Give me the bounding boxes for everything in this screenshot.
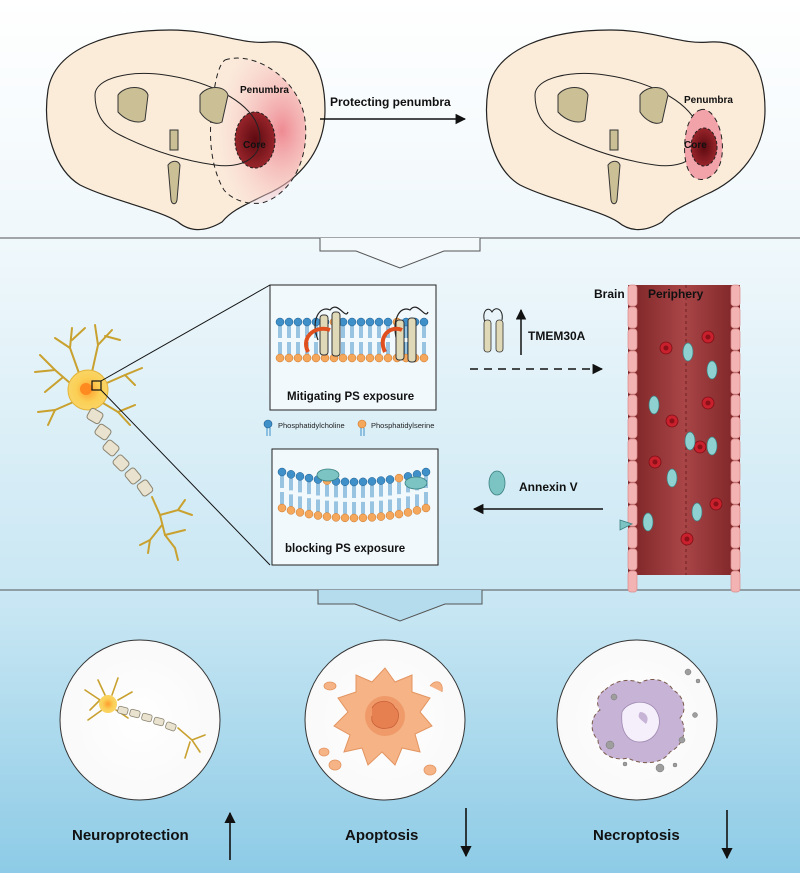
tmem30a-group: TMEM30A [470, 308, 604, 375]
ventricle [199, 87, 229, 124]
brain-label: Brain [594, 287, 625, 301]
chevron-down-icon [319, 238, 481, 269]
ventricle [557, 87, 589, 123]
arrow-label: Protecting penumbra [330, 95, 451, 109]
flippase-protein [304, 306, 429, 363]
neuron [34, 324, 143, 426]
core-label: Core [243, 140, 266, 151]
ventricle [609, 129, 619, 151]
annexin-icon [488, 470, 506, 496]
protecting-arrow: Protecting penumbra [320, 95, 467, 125]
vessel-content [642, 330, 723, 546]
annexin-bound [316, 468, 340, 482]
endothelium [627, 284, 741, 593]
neuron-axon [86, 407, 154, 497]
annexin-group: Annexin V [472, 470, 603, 515]
outcome-label: Apoptosis [345, 827, 418, 844]
penumbra-label: Penumbra [684, 95, 733, 106]
outcome-label: Necroptosis [593, 827, 680, 844]
membrane-box-bottom: blocking PS exposure [271, 448, 439, 566]
penumbra-label: Penumbra [240, 85, 289, 96]
ps-icon [357, 419, 367, 429]
outcome-necroptosis: Necroptosis [556, 639, 733, 860]
brain-section-left: Penumbra Core [45, 29, 326, 231]
core-label: Core [684, 140, 707, 151]
membrane-box-top: Mitigating PS exposure [269, 284, 437, 411]
core-region [690, 127, 718, 167]
zoom-line [100, 389, 271, 566]
outcome-neuroprotection: Neuroprotection [59, 639, 236, 860]
ventricle [639, 87, 669, 124]
ventricle [167, 160, 181, 205]
annexin-label: Annexin V [519, 480, 578, 494]
pc-icon [263, 419, 273, 429]
annexin-bound [404, 476, 428, 490]
ventricle [607, 160, 621, 205]
periphery-label: Periphery [648, 287, 704, 301]
blood-vessel: Brain Periphery [594, 284, 741, 593]
axon-terminal [139, 496, 193, 561]
brain-outline [485, 29, 766, 231]
neuron-nucleus [80, 383, 92, 395]
chevron-down-icon [317, 590, 483, 622]
bilayer [277, 467, 431, 523]
zoom-line [100, 284, 271, 382]
tmem-label: TMEM30A [528, 329, 586, 343]
core-region [234, 111, 276, 169]
blocking-label: blocking PS exposure [285, 543, 405, 555]
ventricle [117, 87, 149, 123]
ps-label: Phosphatidylserine [371, 421, 434, 430]
ventricle [169, 129, 179, 151]
lipid-legend: Phosphatidylcholine Phosphatidylserine [263, 419, 434, 436]
zoom-box [91, 380, 102, 391]
outcome-label: Neuroprotection [72, 827, 189, 844]
cortex-line [94, 73, 261, 167]
pc-label: Phosphatidylcholine [278, 421, 345, 430]
mitigating-label: Mitigating PS exposure [287, 391, 414, 403]
outcome-apoptosis: Apoptosis [304, 639, 472, 858]
brain-section-right: Penumbra Core [485, 29, 766, 231]
